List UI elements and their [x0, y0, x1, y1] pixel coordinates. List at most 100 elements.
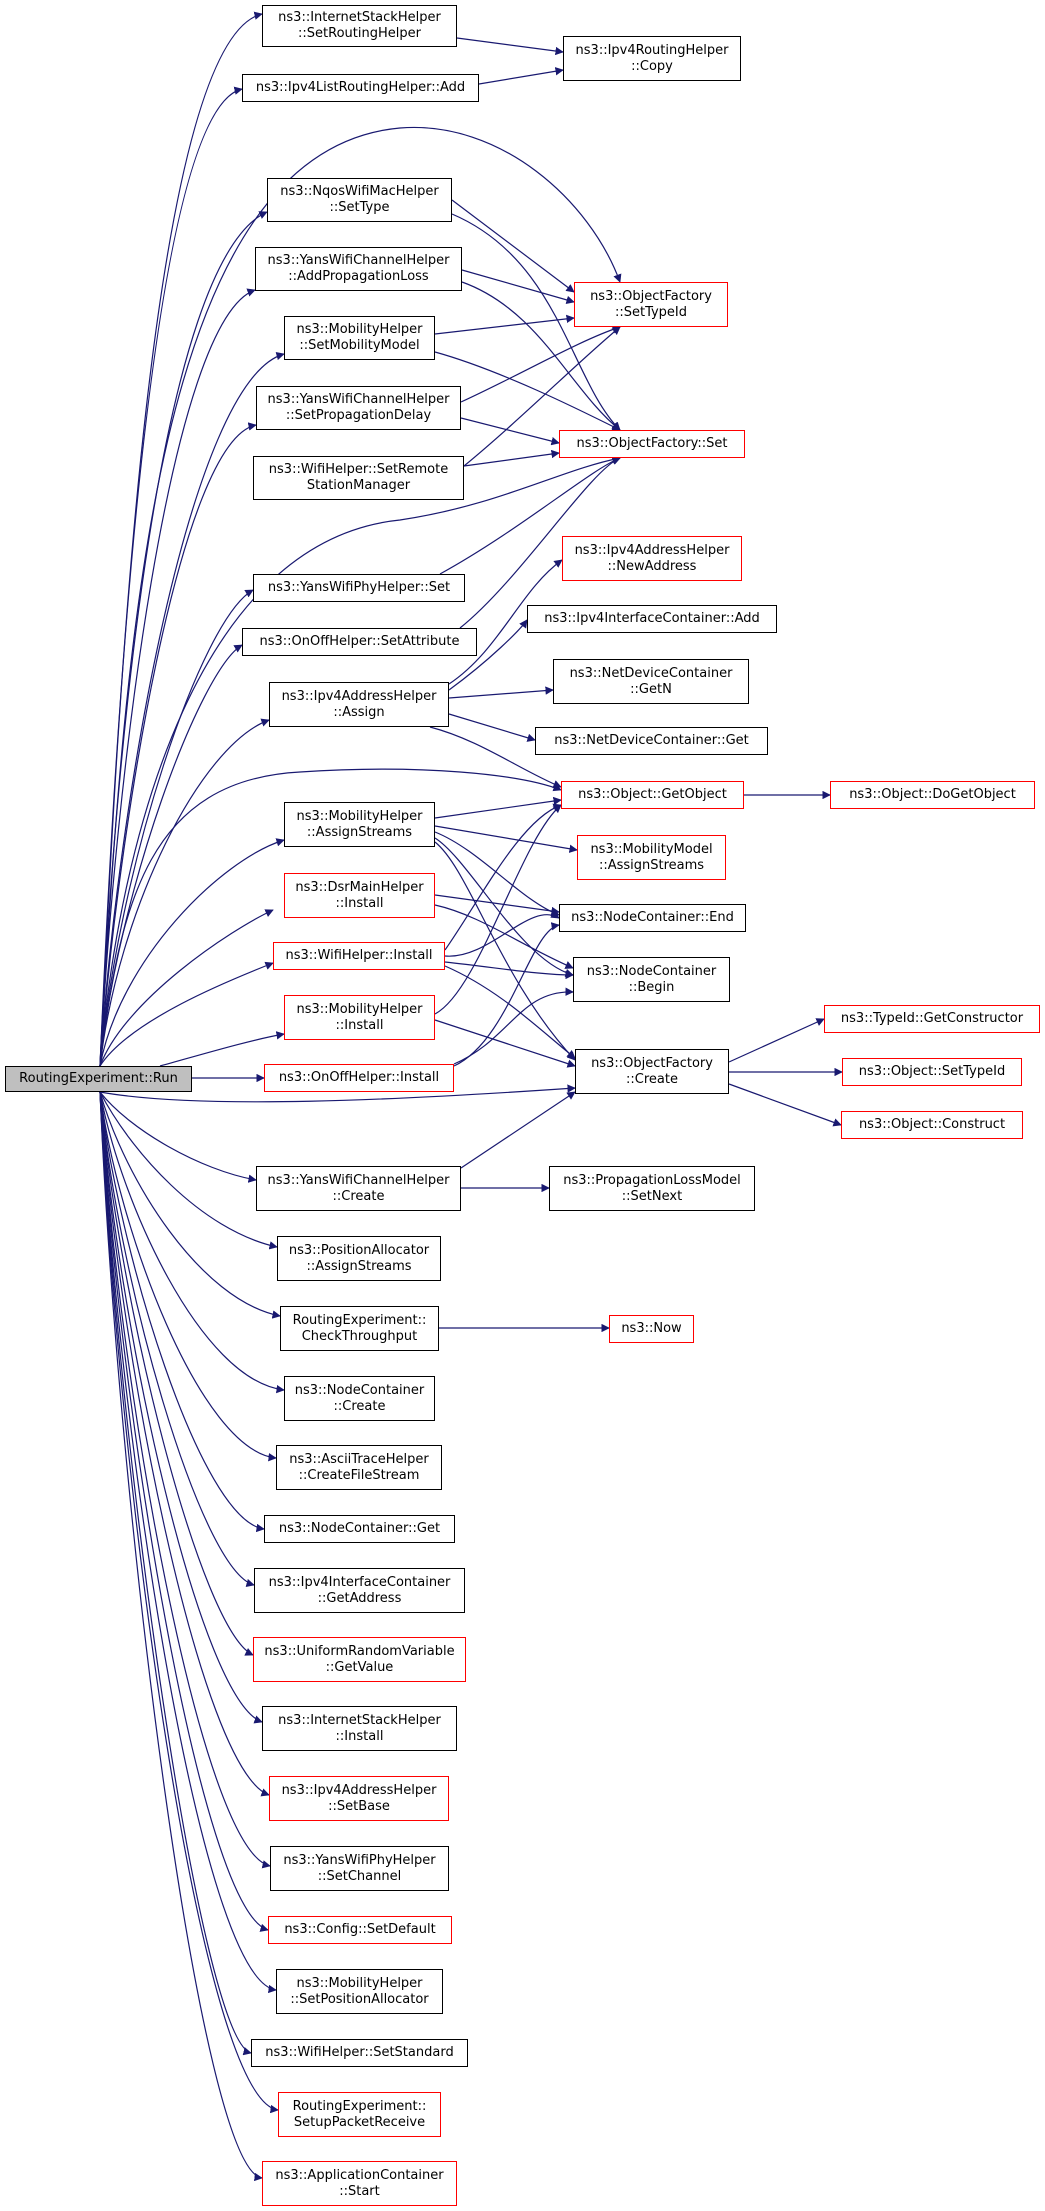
- node-net-device-container-get[interactable]: ns3::NetDeviceContainer::Get: [535, 727, 768, 755]
- node-node-container-get[interactable]: ns3::NodeContainer::Get: [264, 1515, 455, 1543]
- call-edge: [434, 314, 575, 335]
- call-edge: [99, 1091, 269, 1932]
- call-edge: [460, 417, 560, 446]
- node-routing-experiment-setup-packet-receive[interactable]: RoutingExperiment:: SetupPacketReceive: [278, 2092, 441, 2137]
- call-edge: [99, 455, 621, 1067]
- call-edge: [448, 559, 563, 685]
- call-edge: [434, 1019, 576, 1068]
- call-edge: [99, 86, 243, 1067]
- node-object-do-get-object[interactable]: ns3::Object::DoGetObject: [830, 781, 1035, 809]
- call-edge: [461, 269, 575, 304]
- node-wifi-helper-install[interactable]: ns3::WifiHelper::Install: [273, 942, 445, 970]
- call-edge: [444, 965, 576, 1059]
- call-edge: [463, 326, 621, 467]
- node-mobility-helper-set-position-allocator[interactable]: ns3::MobilityHelper ::SetPositionAllocat…: [276, 1969, 443, 2014]
- call-edge: [99, 1091, 263, 2182]
- node-ipv4-routing-helper-copy[interactable]: ns3::Ipv4RoutingHelper ::Copy: [563, 36, 741, 81]
- node-node-container-end[interactable]: ns3::NodeContainer::End: [559, 904, 746, 932]
- node-on-off-helper-set-attribute[interactable]: ns3::OnOffHelper::SetAttribute: [242, 628, 477, 656]
- node-ipv4-address-helper-assign[interactable]: ns3::Ipv4AddressHelper ::Assign: [269, 682, 449, 727]
- call-edge: [451, 199, 575, 293]
- node-internet-stack-helper-install[interactable]: ns3::InternetStackHelper ::Install: [262, 1706, 457, 1751]
- node-wifi-helper-set-remote-station-manager[interactable]: ns3::WifiHelper::SetRemote StationManage…: [253, 456, 464, 500]
- call-edge: [434, 841, 576, 1061]
- node-mobility-helper-assign-streams[interactable]: ns3::MobilityHelper ::AssignStreams: [284, 802, 435, 847]
- node-mobility-helper-set-mobility-model[interactable]: ns3::MobilityHelper ::SetMobilityModel: [284, 316, 435, 360]
- node-net-device-container-get-n[interactable]: ns3::NetDeviceContainer ::GetN: [553, 659, 749, 704]
- call-edge: [448, 619, 528, 691]
- node-yans-wifi-channel-helper-add-propagation-loss[interactable]: ns3::YansWifiChannelHelper ::AddPropagat…: [255, 247, 462, 291]
- call-edge: [434, 904, 574, 969]
- call-edge: [99, 589, 254, 1067]
- node-position-allocator-assign-streams[interactable]: ns3::PositionAllocator ::AssignStreams: [277, 1236, 441, 1281]
- node-ipv4-address-helper-set-base[interactable]: ns3::Ipv4AddressHelper ::SetBase: [269, 1776, 449, 1821]
- call-edge: [448, 713, 536, 742]
- node-config-set-default[interactable]: ns3::Config::SetDefault: [268, 1916, 452, 1944]
- node-object-set-type-id[interactable]: ns3::Object::SetTypeId: [842, 1058, 1022, 1086]
- call-edge: [99, 11, 263, 1067]
- node-yans-wifi-channel-helper-create[interactable]: ns3::YansWifiChannelHelper ::Create: [256, 1166, 461, 1211]
- node-yans-wifi-channel-helper-set-propagation-delay[interactable]: ns3::YansWifiChannelHelper ::SetPropagat…: [256, 386, 461, 430]
- call-edge: [99, 1091, 281, 1319]
- node-routing-experiment-check-throughput[interactable]: RoutingExperiment:: CheckThroughput: [280, 1306, 439, 1351]
- call-edge: [99, 422, 257, 1067]
- node-ipv4-interface-container-add[interactable]: ns3::Ipv4InterfaceContainer::Add: [527, 605, 777, 633]
- call-edge: [434, 351, 621, 431]
- node-object-factory-set[interactable]: ns3::ObjectFactory::Set: [559, 430, 745, 458]
- node-on-off-helper-install[interactable]: ns3::OnOffHelper::Install: [264, 1064, 454, 1092]
- call-edge: [99, 1091, 254, 1656]
- call-edge: [99, 1091, 278, 1250]
- node-object-construct[interactable]: ns3::Object::Construct: [841, 1111, 1023, 1139]
- node-routing-experiment-run: RoutingExperiment::Run: [5, 1066, 192, 1092]
- node-wifi-helper-set-standard[interactable]: ns3::WifiHelper::SetStandard: [251, 2039, 468, 2067]
- node-yans-wifi-phy-helper-set[interactable]: ns3::YansWifiPhyHelper::Set: [253, 574, 465, 602]
- node-application-container-start[interactable]: ns3::ApplicationContainer ::Start: [262, 2161, 457, 2206]
- call-edge: [434, 804, 562, 1015]
- call-edge: [459, 456, 621, 629]
- call-edge: [439, 456, 621, 575]
- call-edge: [99, 1091, 263, 1724]
- node-internet-stack-helper-set-routing-helper[interactable]: ns3::InternetStackHelper ::SetRoutingHel…: [262, 5, 457, 47]
- call-edge: [99, 1091, 255, 1587]
- call-edge: [99, 1091, 270, 1797]
- call-edge: [99, 1084, 576, 1103]
- call-edge: [460, 325, 621, 403]
- call-edge: [478, 67, 564, 85]
- call-edge: [460, 1091, 576, 1169]
- call-edge: [99, 352, 285, 1067]
- node-mobility-model-assign-streams[interactable]: ns3::MobilityModel ::AssignStreams: [577, 835, 726, 880]
- node-nqos-wifi-mac-helper-set-type[interactable]: ns3::NqosWifiMacHelper ::SetType: [267, 178, 452, 222]
- call-edge: [728, 1083, 842, 1127]
- node-now[interactable]: ns3::Now: [609, 1315, 694, 1343]
- node-ipv4-interface-container-get-address[interactable]: ns3::Ipv4InterfaceContainer ::GetAddress: [254, 1568, 465, 1613]
- node-object-get-object[interactable]: ns3::Object::GetObject: [561, 781, 744, 809]
- node-mobility-helper-install[interactable]: ns3::MobilityHelper ::Install: [284, 995, 435, 1040]
- node-type-id-get-constructor[interactable]: ns3::TypeId::GetConstructor: [824, 1005, 1040, 1033]
- call-edge: [99, 1091, 285, 1394]
- call-edge: [434, 831, 560, 917]
- call-edge: [444, 961, 574, 980]
- node-ipv4-list-routing-helper-add[interactable]: ns3::Ipv4ListRoutingHelper::Add: [242, 74, 479, 102]
- call-edge: [99, 909, 274, 1067]
- call-edge: [99, 768, 562, 1067]
- call-edge: [451, 213, 621, 431]
- node-node-container-create[interactable]: ns3::NodeContainer ::Create: [284, 1376, 435, 1421]
- node-propagation-loss-model-set-next[interactable]: ns3::PropagationLossModel ::SetNext: [549, 1166, 755, 1211]
- call-edge: [99, 1091, 252, 2056]
- call-edge: [444, 803, 562, 951]
- node-yans-wifi-phy-helper-set-channel[interactable]: ns3::YansWifiPhyHelper ::SetChannel: [270, 1846, 449, 1891]
- call-edge: [99, 288, 256, 1067]
- node-node-container-begin[interactable]: ns3::NodeContainer ::Begin: [573, 957, 730, 1002]
- call-edge: [463, 449, 560, 467]
- call-edge: [434, 837, 574, 977]
- call-edge: [728, 1018, 825, 1063]
- node-ipv4-address-helper-new-address[interactable]: ns3::Ipv4AddressHelper ::NewAddress: [562, 536, 742, 581]
- node-dsr-main-helper-install[interactable]: ns3::DsrMainHelper ::Install: [284, 873, 435, 918]
- node-object-factory-set-type-id[interactable]: ns3::ObjectFactory ::SetTypeId: [574, 282, 728, 327]
- node-object-factory-create[interactable]: ns3::ObjectFactory ::Create: [575, 1049, 729, 1094]
- node-uniform-random-variable-get-value[interactable]: ns3::UniformRandomVariable ::GetValue: [253, 1637, 466, 1682]
- node-ascii-trace-helper-create-file-stream[interactable]: ns3::AsciiTraceHelper ::CreateFileStream: [276, 1445, 442, 1490]
- call-edge: [99, 1091, 277, 1994]
